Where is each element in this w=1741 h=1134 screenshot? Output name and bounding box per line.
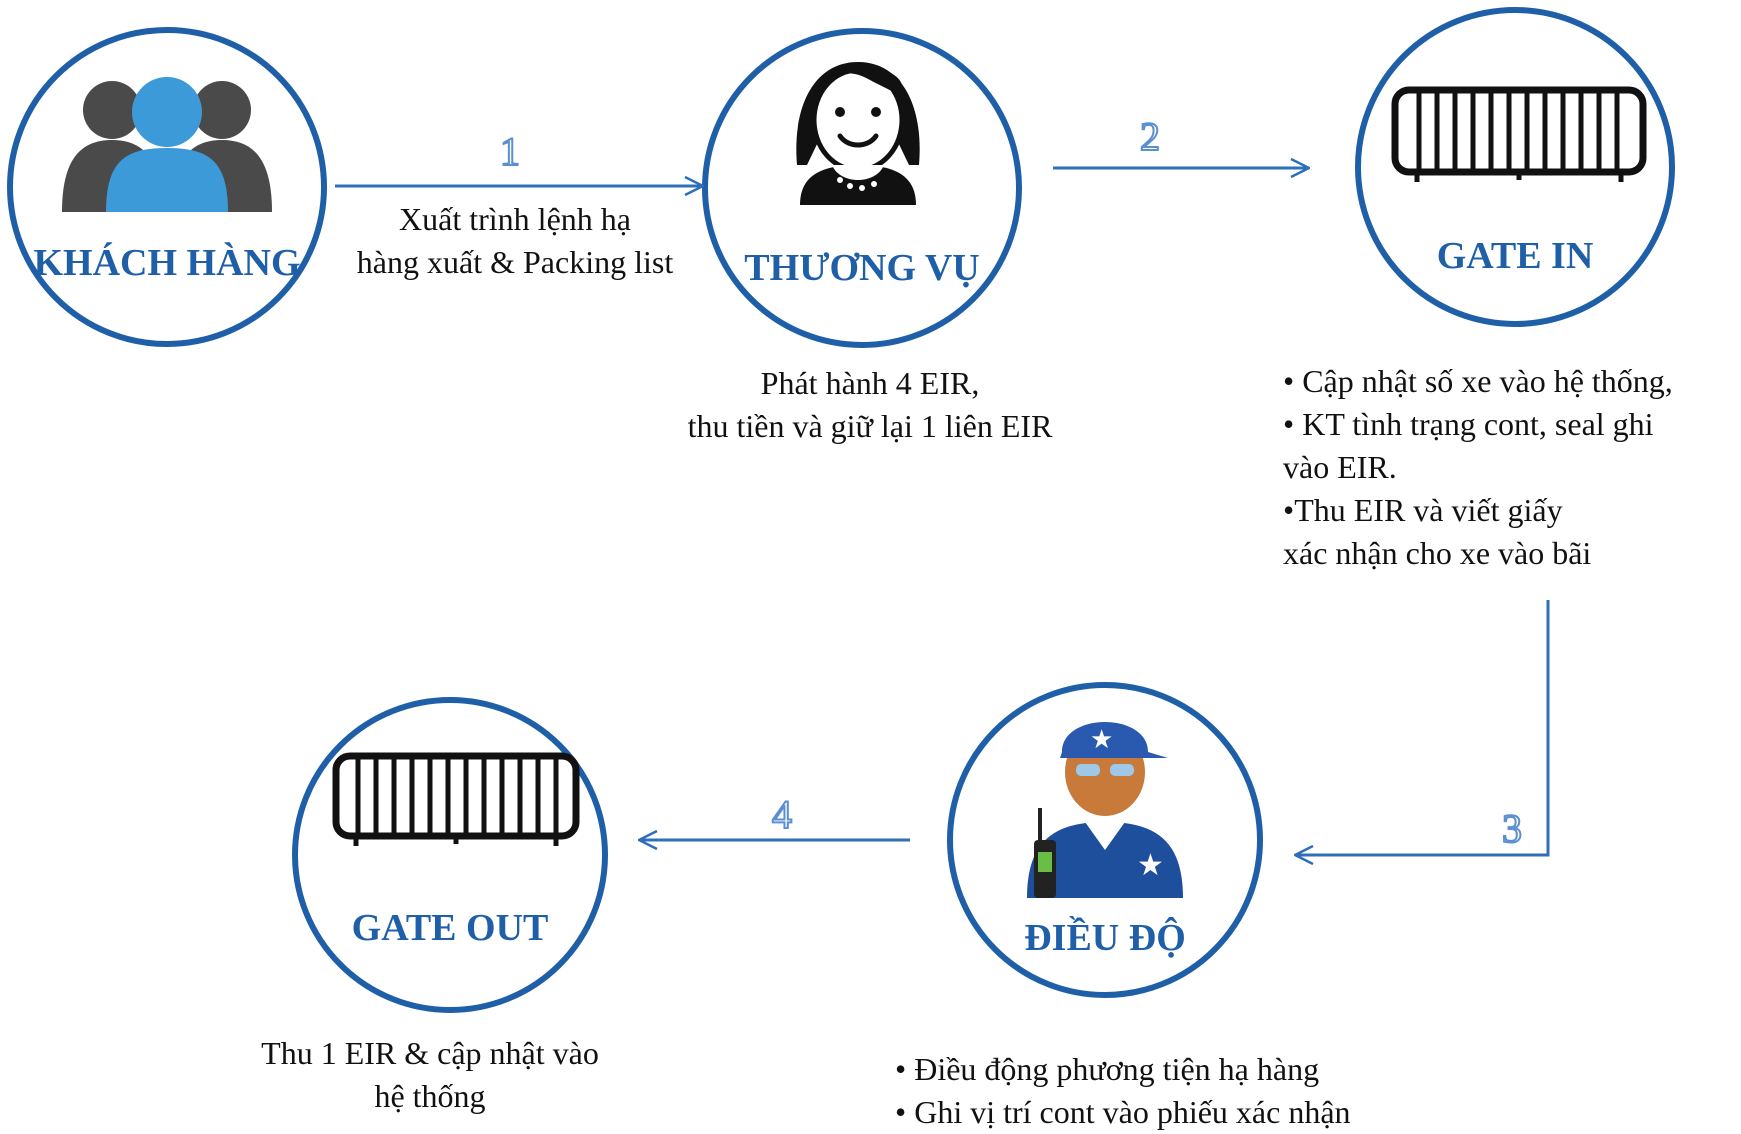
svg-text:★: ★: [1090, 725, 1113, 755]
step-number-2: 2: [1140, 114, 1160, 159]
gate-in-note: • Cập nhật số xe vào hệ thống, • KT tình…: [1283, 360, 1733, 575]
dieu-do-note: • Điều động phương tiện hạ hàng • Ghi vị…: [895, 1048, 1455, 1134]
node-dieu-do: ★ ★ ĐIỀU ĐỘ: [947, 682, 1263, 998]
thuong-vu-note: Phát hành 4 EIR, thu tiền và giữ lại 1 l…: [640, 362, 1100, 448]
gate-out-note-line: hệ thống: [374, 1078, 486, 1114]
node-gate-in: GATE IN: [1355, 7, 1675, 327]
thuong-vu-note-line: thu tiền và giữ lại 1 liên EIR: [687, 408, 1053, 444]
gate-in-note-line: vào EIR.: [1283, 449, 1397, 485]
step-1-line: Xuất trình lệnh hạ: [399, 201, 631, 237]
woman-clerk-icon: [796, 62, 920, 205]
step-1-line: hàng xuất & Packing list: [356, 244, 674, 280]
gate-in-note-line: xác nhận cho xe vào bãi: [1283, 535, 1592, 571]
security-guard-icon: ★ ★: [1027, 722, 1183, 898]
gate-in-note-line: • Cập nhật số xe vào hệ thống,: [1283, 363, 1673, 399]
dieu-do-note-line: • Ghi vị trí cont vào phiếu xác nhận: [895, 1094, 1351, 1130]
thuong-vu-note-line: Phát hành 4 EIR,: [760, 365, 980, 401]
gate-in-note-line: • KT tình trạng cont, seal ghi: [1283, 406, 1654, 442]
node-gate-out: GATE OUT: [292, 697, 608, 1013]
node-thuong-vu: THƯƠNG VỤ: [702, 28, 1022, 348]
gate-out-note-line: Thu 1 EIR & cập nhật vào: [261, 1035, 599, 1071]
step-1-description: Xuất trình lệnh hạ hàng xuất & Packing l…: [330, 198, 700, 284]
barrier-gate-icon: [332, 752, 580, 846]
arrow-step-3: [1296, 600, 1550, 855]
step-number-4: 4: [772, 792, 792, 837]
node-dieu-do-label: ĐIỀU ĐỘ: [1024, 916, 1186, 959]
customer-group-icon: [62, 77, 272, 212]
svg-text:★: ★: [1137, 848, 1164, 883]
node-gate-in-label: GATE IN: [1437, 235, 1594, 277]
node-khach-hang: KHÁCH HÀNG: [7, 27, 327, 347]
node-thuong-vu-label: THƯƠNG VỤ: [744, 247, 979, 289]
gate-out-note: Thu 1 EIR & cập nhật vào hệ thống: [215, 1032, 645, 1118]
gate-in-note-line: •Thu EIR và viết giấy: [1283, 492, 1563, 528]
dieu-do-note-line: • Điều động phương tiện hạ hàng: [895, 1051, 1320, 1087]
step-number-3: 3: [1502, 806, 1522, 851]
node-khach-hang-label: KHÁCH HÀNG: [33, 242, 300, 284]
step-number-1: 1: [500, 129, 520, 174]
node-gate-out-label: GATE OUT: [352, 907, 549, 949]
barrier-gate-icon: [1391, 86, 1647, 182]
